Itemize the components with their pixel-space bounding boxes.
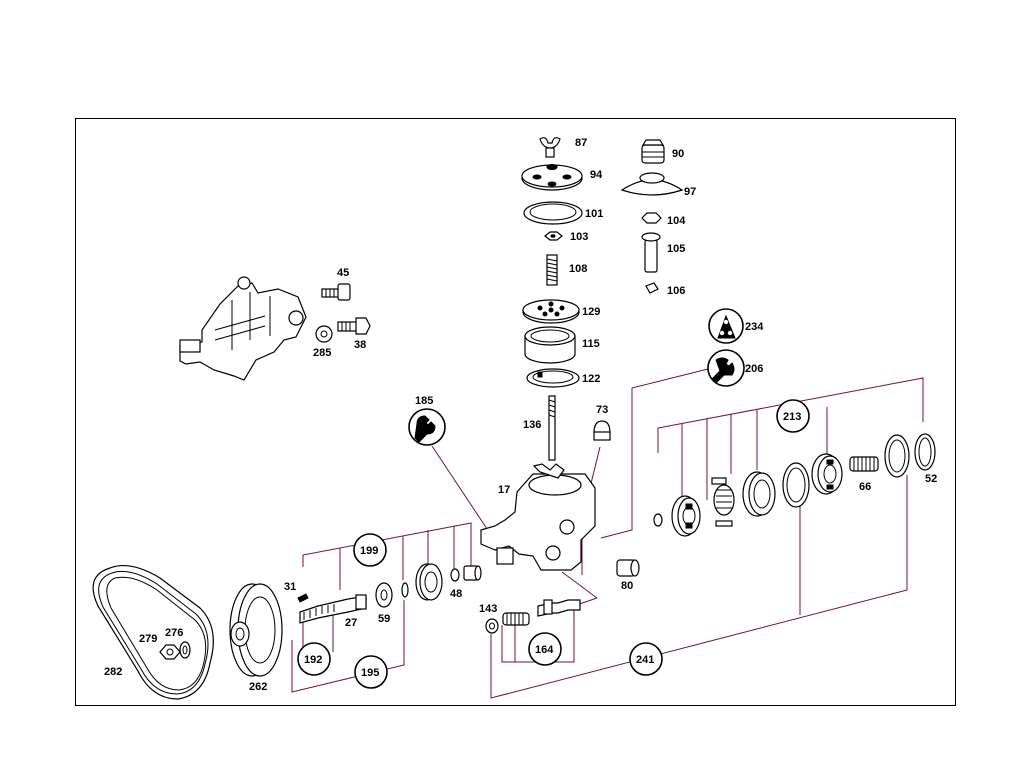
part-labels: 87 90 94 97 101 104 103 105 108 106 45 1…: [104, 137, 937, 693]
key-31: [297, 593, 309, 603]
drive-shaft-27: [299, 594, 367, 624]
ring-small-213a: [653, 513, 663, 527]
label-279: 279: [139, 633, 157, 645]
cover-cone-97: [620, 172, 684, 196]
valve-plate-129: [522, 299, 580, 324]
spring-164a: [502, 612, 530, 626]
callout-195[interactable]: [354, 655, 388, 689]
label-45: 45: [337, 267, 349, 279]
o-ring-241a: [782, 462, 810, 508]
label-38: 38: [354, 339, 366, 351]
nut-103: [544, 231, 563, 241]
gasket-ring-101: [523, 201, 583, 225]
snap-ring-52: [914, 433, 936, 471]
snap-ring-122: [526, 368, 580, 388]
callout-164[interactable]: [528, 632, 562, 666]
label-73: 73: [596, 404, 608, 416]
label-115: 115: [582, 338, 600, 350]
label-195: 195: [361, 667, 379, 679]
rotor-213b: [671, 495, 701, 537]
ring-small-48: [450, 568, 460, 582]
label-59: 59: [378, 613, 390, 625]
label-122: 122: [582, 373, 600, 385]
union-80: [616, 559, 640, 577]
tool-234: [708, 308, 744, 344]
label-285: 285: [313, 347, 331, 359]
label-105: 105: [667, 243, 685, 255]
diagram-frame: [75, 118, 956, 706]
label-185: 185: [415, 395, 433, 407]
ring-small-199a: [401, 582, 409, 598]
pump-housing-17: [480, 463, 596, 571]
seal-143: [485, 618, 499, 634]
label-262: 262: [249, 681, 267, 693]
label-199: 199: [360, 545, 378, 557]
cap-90: [641, 139, 665, 164]
label-52: 52: [925, 473, 937, 485]
spring-66: [849, 456, 879, 472]
spacer-59: [375, 582, 393, 608]
washer-285: [315, 325, 333, 343]
label-31: 31: [284, 581, 296, 593]
label-213: 213: [783, 411, 801, 423]
label-129: 129: [582, 306, 600, 318]
bearing-199b: [415, 563, 443, 601]
insert-106: [645, 282, 659, 294]
bolt-38: [337, 317, 371, 335]
callout-206[interactable]: [707, 349, 745, 387]
label-90: 90: [672, 148, 684, 160]
label-276: 276: [165, 627, 183, 639]
steering-gearbox: [179, 276, 307, 381]
label-94: 94: [590, 169, 603, 181]
vane-rotor-213c: [711, 477, 735, 527]
label-97: 97: [684, 186, 696, 198]
label-282: 282: [104, 666, 122, 678]
bearing-ring-213d: [742, 471, 776, 517]
label-106: 106: [667, 285, 685, 297]
pressure-plate-213e: [811, 453, 843, 495]
label-234: 234: [745, 321, 764, 333]
belt-282: [92, 565, 214, 700]
label-103: 103: [570, 231, 588, 243]
pin-105: [641, 232, 661, 273]
label-80: 80: [621, 580, 633, 592]
label-87: 87: [575, 137, 587, 149]
callout-199[interactable]: [353, 533, 387, 567]
wing-nut-87: [539, 137, 561, 158]
bushing-199c: [463, 565, 482, 581]
spring-108: [546, 254, 558, 286]
label-66: 66: [859, 481, 871, 493]
washer-276: [179, 641, 191, 659]
fitting-73: [593, 420, 611, 441]
nut-104: [641, 212, 662, 224]
callout-labels: 185 234 206 213 199 192 195 164 241: [304, 321, 801, 679]
callout-213[interactable]: [776, 399, 810, 433]
label-164: 164: [535, 644, 554, 656]
label-136: 136: [523, 419, 541, 431]
o-ring-241b: [884, 434, 910, 478]
callout-192[interactable]: [297, 642, 331, 676]
pulley-262: [229, 583, 283, 677]
label-104: 104: [667, 215, 686, 227]
valve-164b: [537, 599, 581, 617]
cylinder-115: [524, 326, 576, 364]
callout-241[interactable]: [629, 642, 663, 676]
label-206: 206: [745, 363, 763, 375]
cover-plate-94: [521, 164, 583, 191]
bolt-45: [321, 283, 351, 301]
label-241: 241: [636, 654, 654, 666]
label-192: 192: [304, 654, 322, 666]
label-101: 101: [585, 208, 603, 220]
leader-lines: [291, 367, 924, 699]
label-48: 48: [450, 588, 462, 600]
stud-136: [548, 395, 556, 461]
label-17: 17: [498, 484, 510, 496]
label-143: 143: [479, 603, 497, 615]
label-108: 108: [569, 263, 587, 275]
label-27: 27: [345, 617, 357, 629]
callout-185[interactable]: [408, 408, 446, 446]
